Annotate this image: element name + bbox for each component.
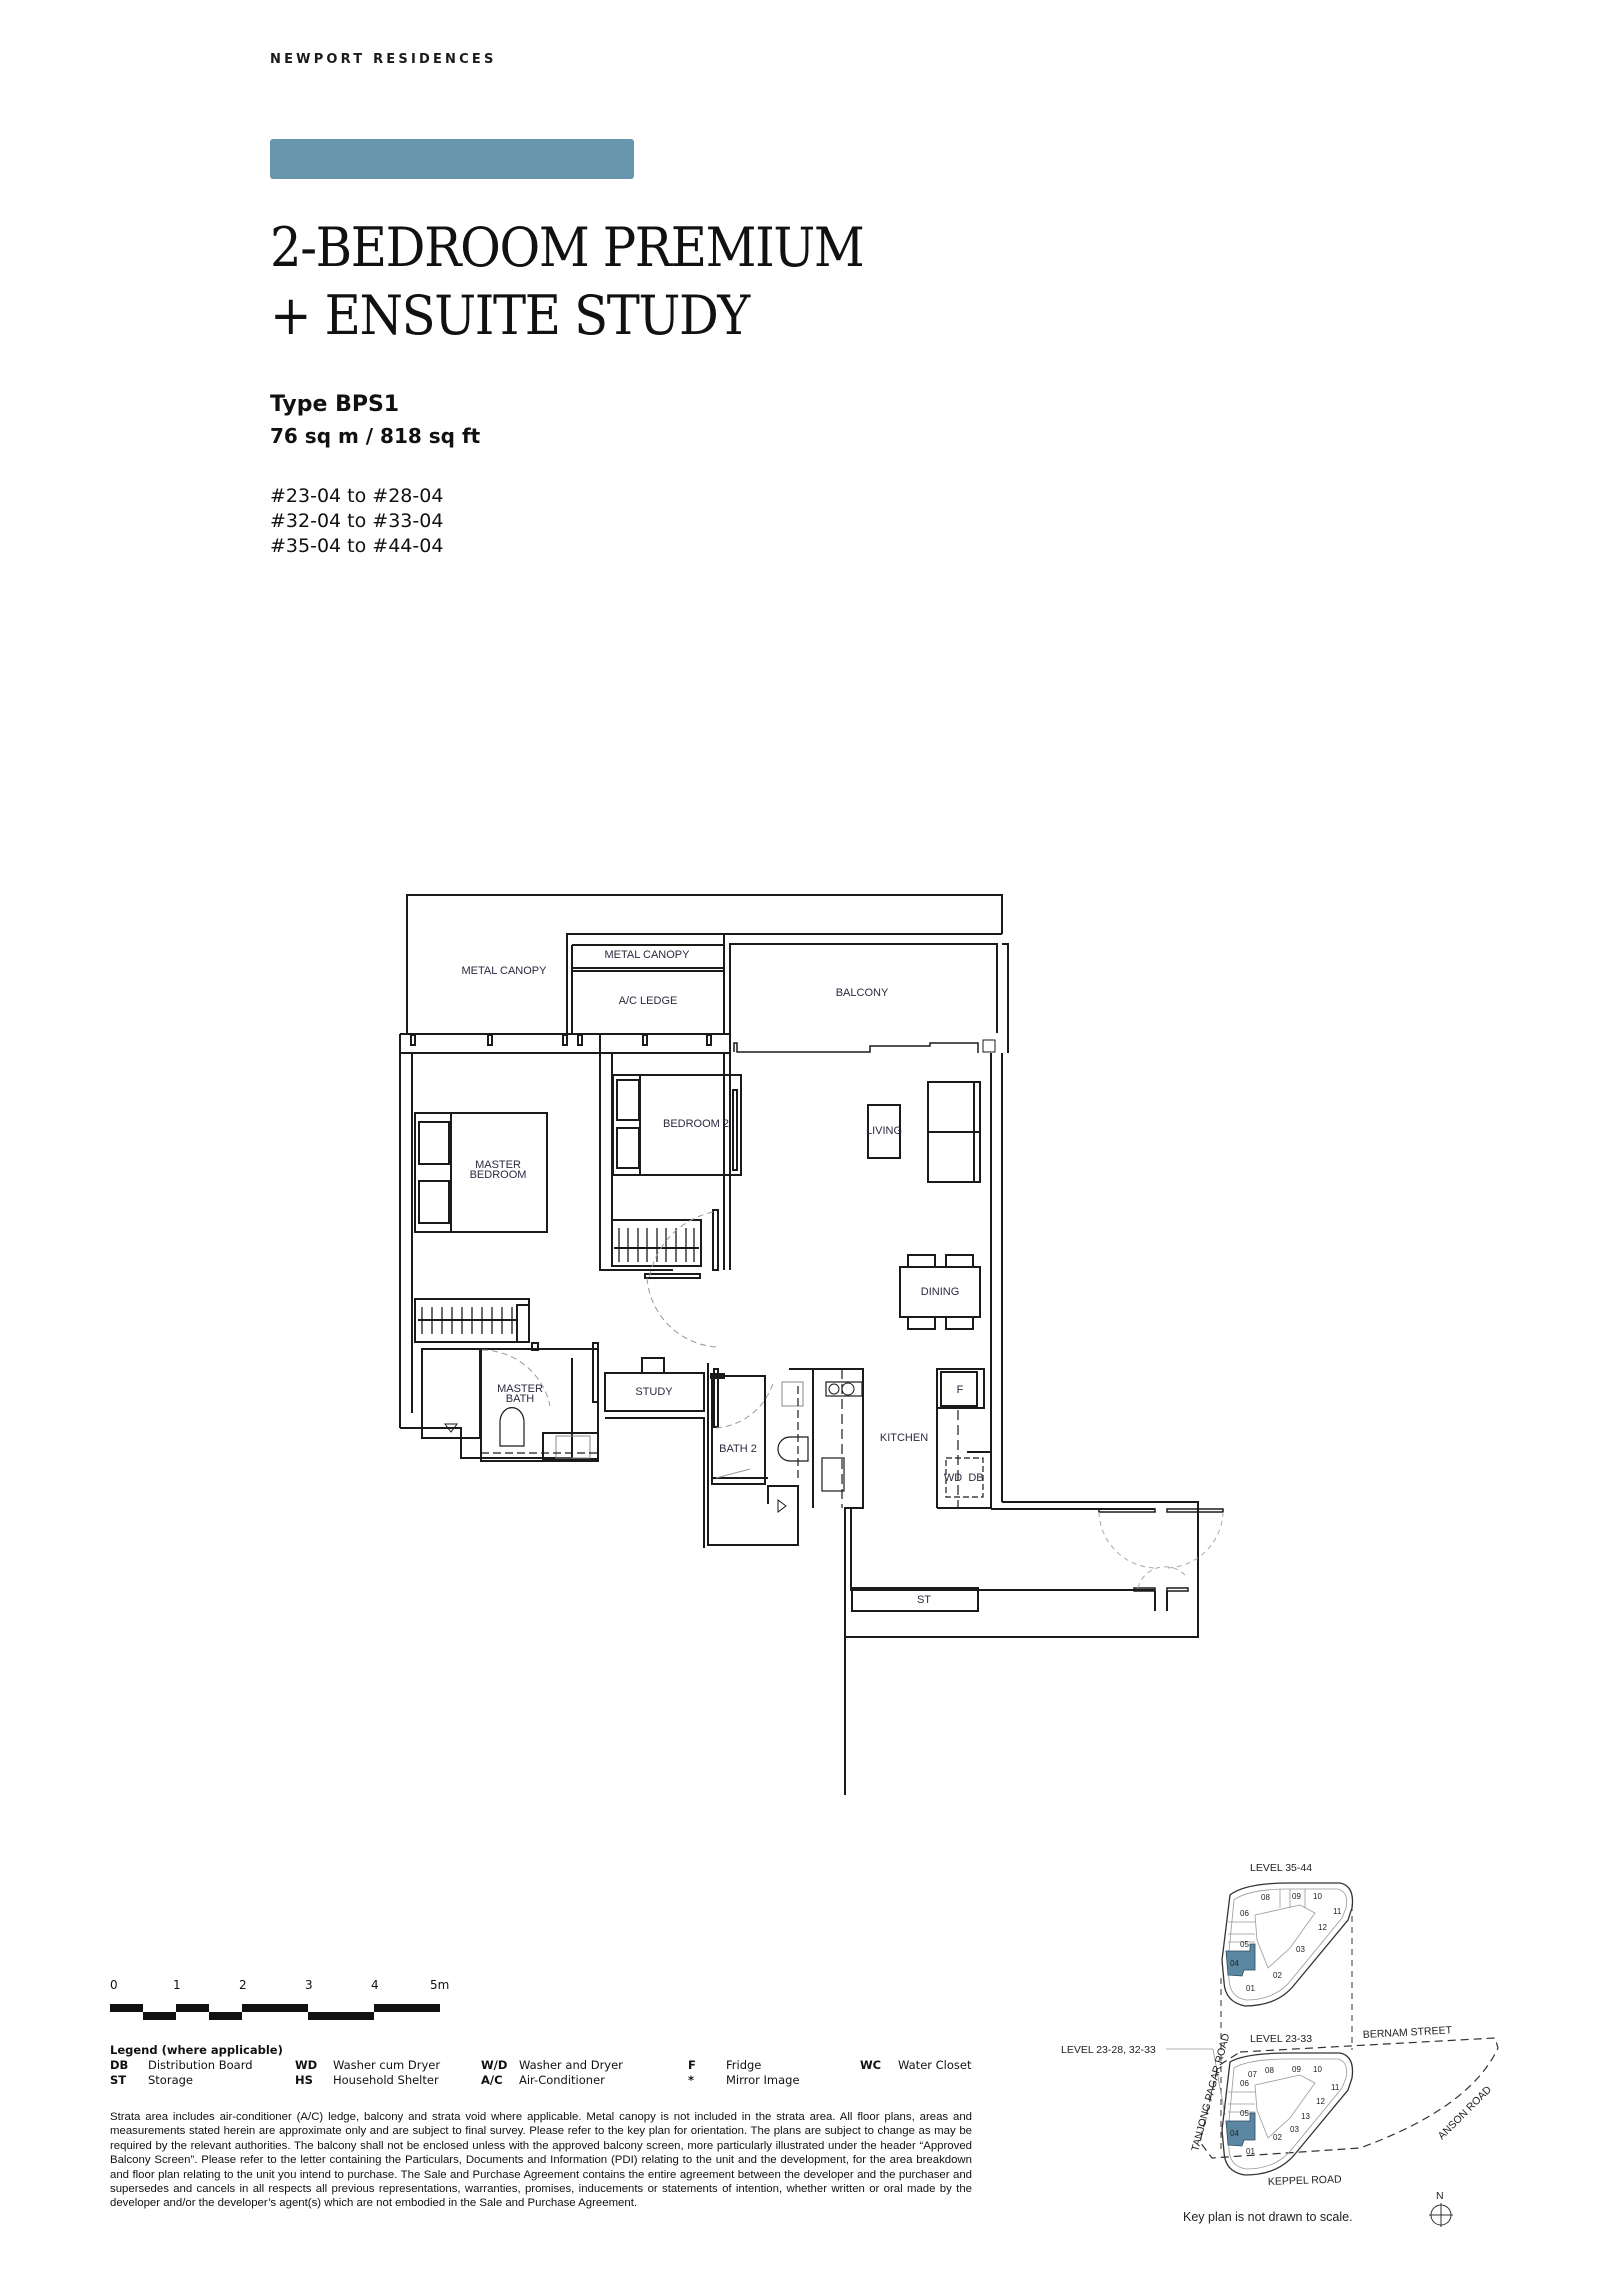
scale-label: 0 [110,1978,118,1992]
scale-label: 5m [430,1978,450,1992]
label-living: LIVING [866,1125,902,1137]
unit-range: #35-04 to #44-04 [270,535,444,557]
svg-text:10: 10 [1313,2065,1322,2074]
key-plan-note: Key plan is not drawn to scale. [1183,2210,1353,2224]
label-metal-canopy-mid: METAL CANOPY [605,949,691,961]
label-bath-2: BATH 2 [719,1443,757,1455]
label-dining: DINING [921,1286,960,1298]
label-storage: ST [917,1594,931,1606]
svg-text:01: 01 [1246,1984,1255,1993]
svg-text:05: 05 [1240,2109,1249,2118]
unit-area: 76 sq m / 818 sq ft [270,424,481,448]
svg-text:12: 12 [1318,1923,1327,1932]
unit-type: Type BPS1 [270,392,400,417]
svg-text:06: 06 [1240,2079,1249,2088]
unit-title-line1: 2-BEDROOM PREMIUM [270,216,865,279]
north-label: N [1436,2190,1444,2202]
label-kitchen: KITCHEN [880,1432,928,1444]
key-plan: LEVEL 35-44 08 09 10 11 06 12 05 03 04 0… [1061,1862,1499,2202]
svg-text:05: 05 [1240,1940,1249,1949]
legend-title: Legend (where applicable) [110,2043,283,2057]
svg-text:02: 02 [1273,2133,1282,2142]
label-study: STUDY [635,1386,673,1398]
svg-text:11: 11 [1331,2083,1340,2092]
legend-item: *Mirror Image [688,2073,800,2087]
scale-label: 3 [305,1978,313,1992]
label-metal-canopy-left: METAL CANOPY [462,965,548,977]
svg-text:06: 06 [1240,1909,1249,1918]
svg-text:09: 09 [1292,1892,1301,1901]
svg-text:09: 09 [1292,2065,1301,2074]
brand-name: NEWPORT RESIDENCES [270,52,497,67]
street-bernam: BERNAM STREET [1363,2024,1453,2041]
label-master-bedroom-1: MASTER [475,1159,521,1171]
svg-text:03: 03 [1296,1945,1305,1954]
scale-graphic [110,2004,440,2020]
label-db: DB [968,1472,983,1484]
label-ac-ledge: A/C LEDGE [619,995,678,1007]
svg-text:08: 08 [1265,2066,1274,2075]
street-keppel: KEPPEL ROAD [1268,2173,1343,2188]
unit-range: #23-04 to #28-04 [270,485,444,507]
label-balcony: BALCONY [836,987,889,999]
svg-text:08: 08 [1261,1893,1270,1902]
compass-north-icon [1429,2203,1453,2227]
label-fridge: F [957,1384,964,1396]
svg-text:10: 10 [1313,1892,1322,1901]
label-master-bedroom-2: BEDROOM [470,1169,527,1181]
label-bedroom-2: BEDROOM 2 [663,1118,729,1130]
unit-ranges: #23-04 to #28-04 #32-04 to #33-04 #35-04… [270,484,443,559]
unit-title: 2-BEDROOM PREMIUM + ENSUITE STUDY [270,214,865,350]
disclaimer-text: Strata area includes air-conditioner (A/… [110,2111,972,2210]
key-plan-lower-level: LEVEL 23-33 [1250,2033,1312,2045]
label-master-bath-1: MASTER [497,1383,543,1395]
svg-text:13: 13 [1301,2112,1310,2121]
svg-text:11: 11 [1333,1907,1342,1916]
svg-text:04: 04 [1230,2129,1239,2138]
unit-range: #32-04 to #33-04 [270,510,444,532]
accent-bar [270,139,634,179]
key-plan-upper-level: LEVEL 35-44 [1250,1862,1312,1874]
svg-text:02: 02 [1273,1971,1282,1980]
scale-labels: 0 1 2 3 4 5m [110,1978,470,1996]
svg-text:07: 07 [1248,2070,1257,2079]
svg-text:03: 03 [1290,2125,1299,2134]
unit-title-line2: + ENSUITE STUDY [270,284,750,347]
svg-text:01: 01 [1246,2147,1255,2156]
label-washer: WD [944,1472,962,1484]
scale-label: 2 [239,1978,247,1992]
svg-text:12: 12 [1316,2097,1325,2106]
svg-text:04: 04 [1230,1959,1239,1968]
key-plan-callout: LEVEL 23-28, 32-33 [1061,2044,1156,2056]
scale-label: 1 [173,1978,181,1992]
label-master-bath-2: BATH [506,1393,535,1405]
scale-label: 4 [371,1978,379,1992]
street-anson: ANSON ROAD [1436,2083,1495,2142]
